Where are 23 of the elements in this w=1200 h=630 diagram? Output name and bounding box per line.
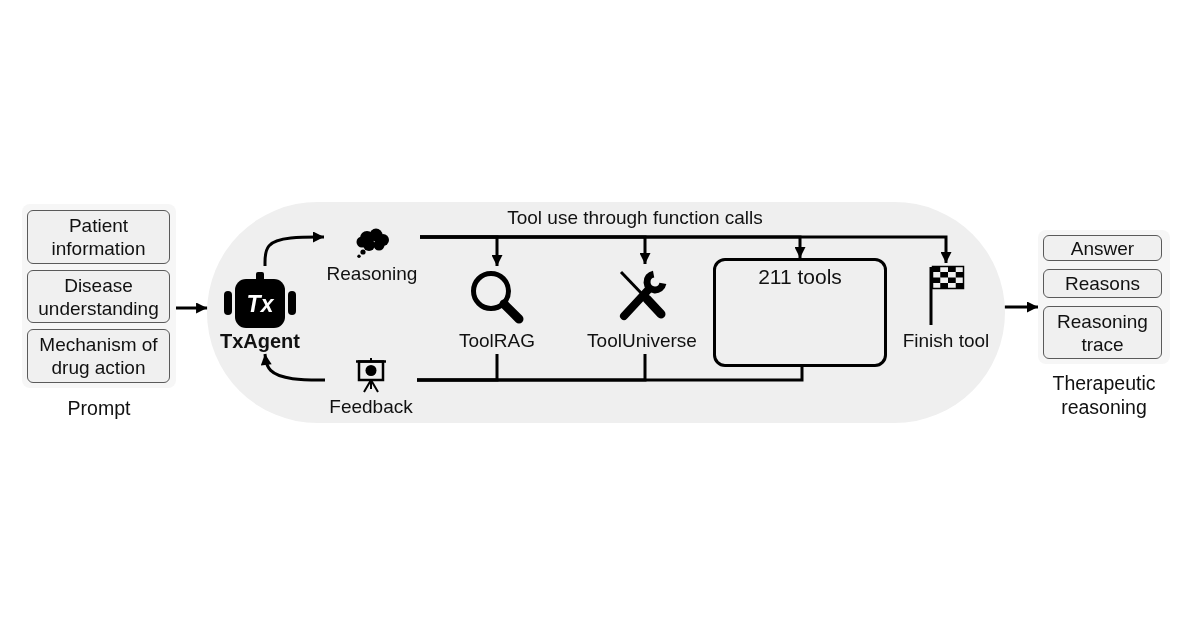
output-card: Reasons: [1043, 269, 1162, 298]
arrow: [263, 231, 324, 266]
badge-text: Tx: [246, 290, 274, 317]
output-card: Answer: [1043, 235, 1162, 261]
input-card: Disease understanding: [27, 270, 170, 323]
input-card: Patient information: [27, 210, 170, 264]
agent-name: TxAgent: [220, 330, 300, 352]
arrow: [260, 353, 325, 382]
node-label: Finish tool: [902, 330, 990, 352]
node-label: ToolUniverse: [587, 330, 697, 352]
node-label: Reasoning: [326, 263, 418, 285]
output-card: Reasoning trace: [1043, 306, 1162, 359]
group-label: Therapeutic reasoning: [1052, 371, 1156, 419]
arrow: [1004, 301, 1038, 313]
node-label: ToolRAG: [459, 330, 535, 352]
arrow: [176, 302, 208, 314]
group-label: Prompt: [67, 396, 131, 420]
node-label: Feedback: [329, 396, 413, 418]
connector-line: [417, 367, 804, 382]
input-card: Mechanism of drug action: [27, 329, 170, 383]
arrow: [420, 235, 952, 263]
tool-collection-box: 211 tools: [713, 258, 887, 367]
panel-title: Tool use through function calls: [507, 207, 763, 229]
